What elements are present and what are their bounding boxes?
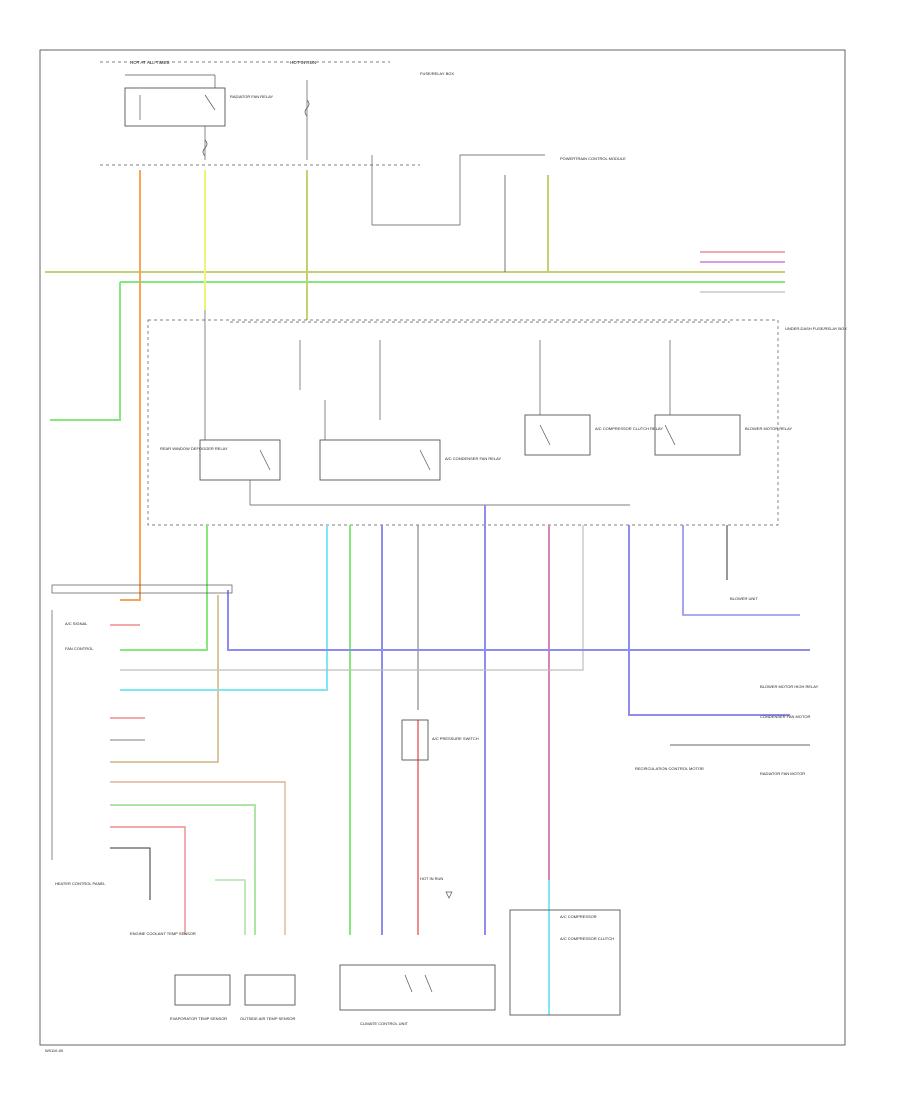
wire-blue-c: [628, 525, 790, 716]
ac-pressure-switch-box: [401, 719, 429, 761]
label-blower-motor: BLOWER MOTOR HIGH RELAY: [760, 684, 819, 689]
label-fuse-box-top: FUSE/RELAY BOX: [420, 71, 454, 76]
wire-tan-b: [110, 781, 286, 935]
label-blower-unit: BLOWER UNIT: [730, 596, 758, 601]
wire-red-d: [110, 826, 186, 935]
wire-gray-b: [120, 525, 584, 671]
label-compressor-relay: A/C COMPRESSOR CLUTCH RELAY: [595, 426, 663, 431]
label-ac-compressor-clutch: A/C COMPRESSOR CLUTCH: [560, 936, 614, 941]
evaporator-sensor-box: [174, 974, 231, 1006]
under-dash-box: UNDER-DASH FUSE/RELAY BOX REAR WINDOW DE…: [147, 310, 847, 526]
diagram-frame: [39, 49, 846, 1046]
wire-green-left: [50, 282, 121, 421]
label-condenser-fan-motor: CONDENSER FAN MOTOR: [760, 714, 810, 719]
condenser-fan-relay: [319, 439, 441, 481]
label-ac-signal: A/C SIGNAL: [65, 621, 88, 626]
label-under-dash-fuse: HOT IN RUN: [420, 876, 443, 881]
bus-wires: [45, 251, 785, 293]
label-radiator-fan-motor: RADIATOR FAN MOTOR: [760, 771, 805, 776]
heater-control-panel: HEATER CONTROL PANEL: [51, 584, 286, 935]
label-heater-control-panel: HEATER CONTROL PANEL: [55, 881, 106, 886]
label-engine-coolant-sensor: ENGINE COOLANT TEMP SENSOR: [130, 931, 196, 936]
label-ac-pressure-switch: A/C PRESSURE SWITCH: [432, 736, 479, 741]
wire-green-c: [110, 804, 256, 935]
label-evaporator-sensor: EVAPORATOR TEMP SENSOR: [170, 1016, 227, 1021]
compressor-clutch-relay: [524, 414, 591, 456]
label-powertrain-module: POWERTRAIN CONTROL MODULE: [560, 156, 626, 161]
ac-compressor-box: [509, 909, 621, 1016]
wire-orange: [120, 170, 141, 601]
climate-control-unit-box: [339, 964, 496, 1011]
wire-green-a: [120, 525, 208, 651]
blower-motor-relay: [654, 414, 741, 456]
label-rear-defogger: REAR WINDOW DEFOGGER RELAY: [160, 446, 228, 451]
ambient-sensor-box: [244, 974, 296, 1006]
label-ambient-sensor: OUTSIDE AIR TEMP SENSOR: [240, 1016, 296, 1021]
bottom-components: EVAPORATOR TEMP SENSOR OUTSIDE AIR TEMP …: [65, 596, 819, 1026]
wire-cyan: [120, 525, 328, 691]
footer-code: W0110-00: [45, 1048, 64, 1053]
label-hot-in-run: HOT IN RUN: [290, 60, 316, 65]
label-blower-relay: BLOWER MOTOR RELAY: [745, 426, 793, 431]
label-condenser-fan-relay: A/C CONDENSER FAN RELAY: [445, 456, 501, 461]
label-climate-control-unit: CLIMATE CONTROL UNIT: [360, 1021, 409, 1026]
wire-blue-d: [227, 590, 810, 651]
rear-defogger-relay: [199, 439, 281, 481]
top-fuse-area: HOT AT ALL TIMES HOT IN RUN FUSE/RELAY B…: [100, 60, 626, 226]
label-fan-motor-relay: RADIATOR FAN RELAY: [230, 94, 273, 99]
wire-black-c: [110, 847, 151, 900]
vertical-wires-top: [50, 170, 549, 601]
fan-relay-box: [124, 87, 226, 127]
label-recirc-motor: RECIRCULATION CONTROL MOTOR: [635, 766, 704, 771]
label-under-dash-box: UNDER-DASH FUSE/RELAY BOX: [785, 326, 847, 331]
label-hot-at-all-times: HOT AT ALL TIMES: [130, 60, 170, 65]
vertical-wires-bottom: [120, 505, 810, 1015]
label-ac-compressor: A/C COMPRESSOR: [560, 914, 597, 919]
wire-tan: [110, 595, 219, 763]
wire-blue-e: [682, 525, 800, 616]
wire-green-d: [215, 879, 246, 935]
label-fan-control: FAN CONTROL: [65, 646, 94, 651]
